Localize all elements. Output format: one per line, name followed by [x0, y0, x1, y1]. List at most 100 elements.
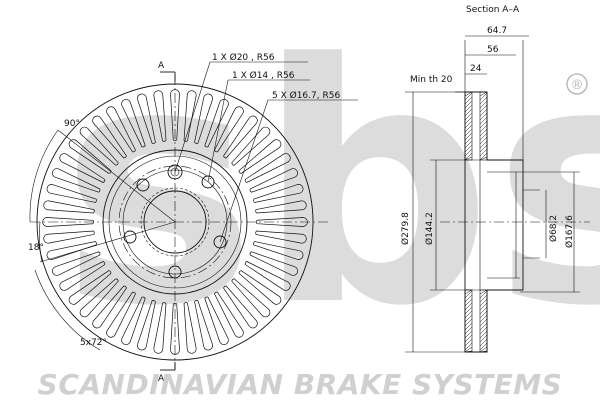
hatch-line	[464, 152, 473, 161]
hatch-line	[464, 306, 473, 315]
vent-slot	[170, 89, 180, 141]
hatch-line	[479, 132, 488, 141]
hatch-line	[464, 92, 473, 101]
hatch-line	[464, 148, 473, 157]
vent-slot	[51, 251, 101, 276]
dia-279-8: Ø279.8	[400, 212, 411, 245]
hatch-line	[464, 120, 473, 129]
hatch-line	[479, 310, 488, 319]
hatch-line	[464, 91, 473, 97]
hatch-line	[479, 290, 488, 299]
hatch-line	[464, 330, 473, 339]
vent-slot	[92, 115, 127, 159]
hatch-line	[464, 144, 473, 153]
footer-brand: SCANDINAVIAN BRAKE SYSTEMS	[38, 368, 563, 400]
hatch-line	[479, 302, 488, 311]
vent-slot	[43, 230, 95, 244]
callout-2: 1 X Ø14 , R56	[232, 70, 295, 81]
registered-icon: ®	[566, 73, 588, 95]
bolt-hole	[136, 178, 150, 192]
vent-slot	[79, 278, 119, 318]
hatch-line	[464, 350, 473, 353]
vent-slot	[183, 90, 197, 142]
dia-167-6: Ø167.6	[564, 215, 575, 248]
hatch-line	[464, 334, 473, 343]
dim-64-7: 64.7	[487, 26, 507, 36]
hatch-line	[464, 116, 473, 125]
vent-slot	[214, 106, 244, 153]
hatch-line	[464, 289, 473, 295]
vent-slot	[231, 126, 271, 166]
hatch-line	[479, 152, 488, 161]
vent-slot	[194, 300, 213, 351]
hatch-line	[464, 318, 473, 327]
vent-slot	[68, 139, 112, 174]
hatch-line	[464, 290, 473, 299]
vent-slot	[244, 261, 291, 291]
vent-slot	[79, 126, 119, 166]
vent-slot	[256, 217, 308, 227]
vent-slot	[106, 106, 136, 153]
hatch-line	[464, 314, 473, 323]
hatch-line	[464, 124, 473, 133]
vent-slot	[59, 261, 106, 291]
vent-slot	[121, 98, 146, 148]
hatch-line	[479, 334, 488, 343]
vent-slot	[255, 230, 307, 244]
hatch-line	[479, 112, 488, 121]
vent-slot	[214, 291, 244, 338]
hatch-line	[479, 92, 488, 101]
section-hatching	[464, 91, 488, 353]
vent-slot	[137, 300, 156, 351]
hatch-line	[464, 326, 473, 335]
vent-slot	[183, 302, 197, 354]
angle-18-arc	[39, 221, 43, 263]
hatch-line	[464, 136, 473, 145]
hatch-line	[479, 96, 488, 105]
vent-slot	[92, 285, 127, 329]
hatch-line	[464, 346, 473, 353]
hatch-line	[464, 128, 473, 137]
hatch-line	[479, 144, 488, 153]
vent-slot	[204, 98, 229, 148]
vent-slot	[223, 115, 258, 159]
vent-slot	[238, 270, 282, 305]
svg-text:A: A	[158, 374, 165, 384]
hatch-line	[464, 132, 473, 141]
hatch-line	[479, 289, 488, 295]
vent-slot	[231, 278, 271, 318]
disc-section-view: Section A–A 64.7 56 24 Min th 20	[400, 5, 590, 353]
angle-18-label: 18°	[28, 243, 44, 253]
hatch-line	[479, 120, 488, 129]
hatch-line	[464, 294, 473, 303]
angle-90-label: 90°	[64, 119, 80, 129]
hatch-line	[479, 314, 488, 323]
vent-slots	[42, 89, 308, 355]
vent-slot	[244, 153, 291, 183]
vent-slot	[253, 241, 304, 260]
hatch-line	[464, 140, 473, 149]
vent-slot	[223, 285, 258, 329]
vent-slot	[194, 93, 213, 144]
sbs-watermark-logo: sbs	[60, 0, 600, 378]
watermark-letters: sbs	[60, 0, 600, 378]
hatch-line	[464, 112, 473, 121]
hatch-line	[479, 346, 488, 353]
hatch-line	[464, 108, 473, 117]
vent-slot	[68, 270, 112, 305]
hatch-line	[479, 318, 488, 327]
hatch-line	[479, 294, 488, 303]
dim-24: 24	[470, 64, 482, 74]
hatch-line	[464, 338, 473, 347]
vent-slot	[46, 184, 97, 203]
vent-slot	[249, 168, 299, 193]
min-thickness: Min th 20	[410, 75, 453, 85]
vent-slot	[249, 251, 299, 276]
hatch-line	[479, 91, 488, 97]
section-marker-top: A	[158, 61, 176, 82]
bolt-hole	[213, 235, 227, 249]
vent-slot	[153, 302, 167, 354]
hatch-line	[479, 124, 488, 133]
vent-slot	[253, 184, 304, 203]
